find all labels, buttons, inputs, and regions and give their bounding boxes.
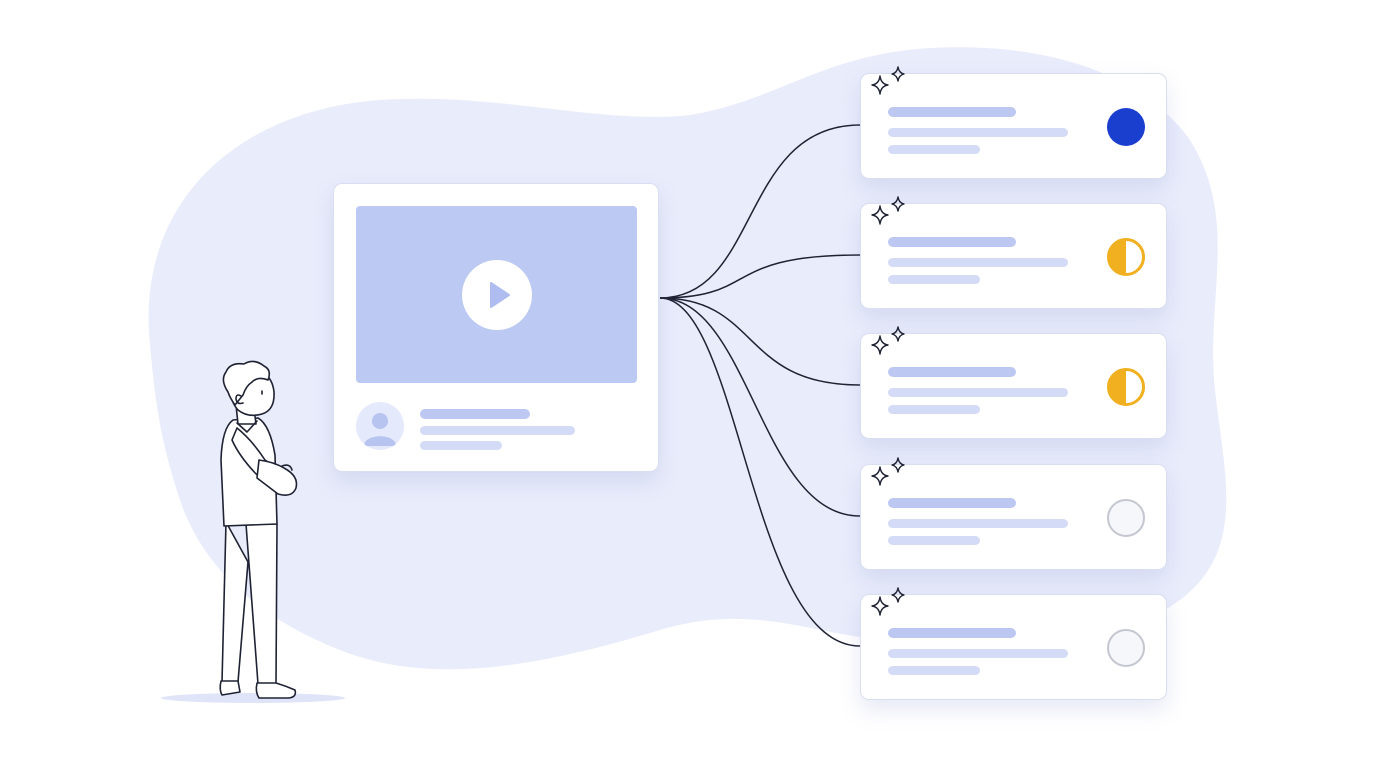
person-collar: [236, 420, 258, 433]
status-empty-indicator: [1107, 629, 1145, 667]
play-button[interactable]: [462, 260, 532, 330]
sparkle-icon: [871, 587, 905, 616]
status-complete-indicator: [1107, 108, 1145, 146]
result-card-4[interactable]: [860, 457, 1167, 570]
result-title-placeholder: [888, 367, 1016, 377]
sparkle-icon: [871, 457, 905, 486]
person-shoe-back: [219, 680, 241, 696]
status-half-indicator: [1107, 238, 1145, 276]
person-leg-back: [221, 521, 249, 683]
result-title-placeholder: [888, 237, 1016, 247]
video-title-placeholder: [420, 409, 530, 419]
person-shoe-front: [255, 682, 297, 699]
result-title-placeholder: [888, 498, 1016, 508]
result-card-2[interactable]: [860, 196, 1167, 309]
result-line-placeholder: [888, 275, 980, 284]
connector-line-5: [659, 297, 861, 647]
status-empty-indicator: [1107, 499, 1145, 537]
user-avatar-icon: [364, 413, 396, 446]
connector-line-4: [659, 297, 861, 517]
sparkle-icon: [871, 66, 905, 95]
result-line-placeholder: [888, 666, 980, 675]
result-card-1[interactable]: [860, 66, 1167, 179]
connector-lines: [659, 124, 861, 647]
result-card-5[interactable]: [860, 587, 1167, 700]
video-thumbnail: [356, 206, 637, 383]
floor-shadow: [161, 693, 345, 703]
result-line-placeholder: [888, 519, 1068, 528]
result-title-placeholder: [888, 628, 1016, 638]
sparkle-icon: [871, 196, 905, 225]
connector-line-1: [659, 124, 861, 299]
result-line-placeholder: [888, 258, 1068, 267]
person-hand: [281, 464, 293, 471]
result-card-3[interactable]: [860, 326, 1167, 439]
connector-line-2: [659, 254, 861, 299]
connector-line-3: [659, 297, 861, 386]
result-title-placeholder: [888, 107, 1016, 117]
result-line-placeholder: [888, 405, 980, 414]
video-card: [333, 183, 659, 472]
channel-avatar: [356, 402, 404, 450]
result-line-placeholder: [888, 145, 980, 154]
result-line-placeholder: [888, 128, 1068, 137]
status-half-indicator: [1107, 368, 1145, 406]
person-arm-front: [256, 459, 298, 496]
person-thinking-illustration: [219, 360, 298, 699]
play-icon: [490, 282, 510, 308]
result-line-placeholder: [888, 536, 980, 545]
video-meta-placeholder: [420, 426, 575, 435]
sparkle-icon: [871, 326, 905, 355]
result-line-placeholder: [888, 649, 1068, 658]
result-line-placeholder: [888, 388, 1068, 397]
person-leg-front: [245, 523, 278, 685]
video-meta-placeholder: [420, 441, 502, 450]
person-ear: [235, 394, 244, 405]
